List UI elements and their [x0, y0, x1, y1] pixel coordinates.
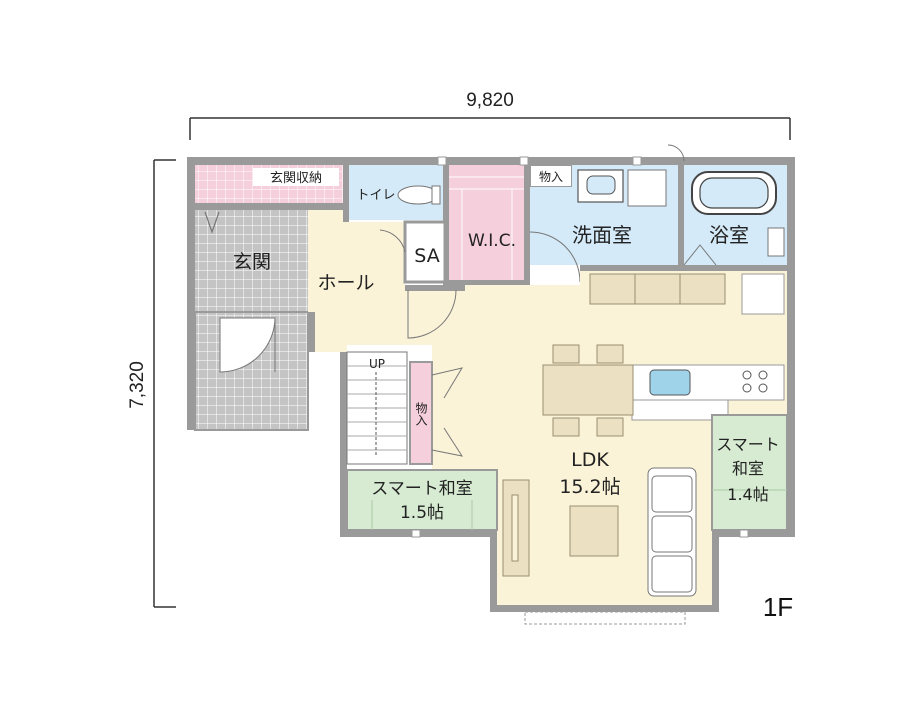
label-hall: ホール — [317, 272, 374, 294]
label-ldk-size: 15.2帖 — [559, 476, 620, 498]
label-ldk: LDK — [571, 449, 609, 471]
height-dimension-label: 7,320 — [127, 361, 148, 409]
label-genkan-storage: 玄関収納 — [270, 171, 322, 186]
smart-washitsu-right — [711, 414, 788, 531]
label-wic: W.I.C. — [468, 231, 516, 251]
label-storage-small: 物入 — [539, 170, 563, 184]
back-door — [667, 144, 685, 162]
width-dimension-label: 9,820 — [466, 90, 514, 111]
label-smart-washitsu-left-size: 1.5帖 — [400, 503, 444, 523]
label-stair-storage: 物入 — [414, 402, 428, 426]
label-smart-washitsu-right-2: 和室 — [732, 459, 764, 478]
label-smart-washitsu-left: スマート和室 — [371, 479, 473, 499]
bay-window — [524, 611, 686, 625]
width-dimension: 9,820 — [189, 90, 791, 140]
label-sa: SA — [414, 245, 439, 267]
label-stair-up: UP — [369, 357, 385, 371]
dining-set — [542, 344, 634, 437]
kitchen — [589, 273, 785, 421]
label-smart-washitsu-right-1: スマート — [716, 435, 780, 454]
sa-closet — [403, 220, 447, 284]
floor-label: 1F — [763, 592, 793, 622]
label-bathroom: 浴室 — [709, 223, 749, 247]
height-dimension: 7,320 — [127, 159, 176, 608]
label-genkan: 玄関 — [233, 251, 271, 273]
wic-room — [449, 165, 524, 285]
label-toilet: トイレ — [356, 188, 395, 203]
hall-floor — [308, 210, 405, 352]
label-washroom: 洗面室 — [572, 223, 632, 247]
stair-storage — [409, 361, 433, 465]
living-furniture — [502, 467, 697, 597]
stairs — [346, 351, 408, 465]
label-smart-washitsu-right-size: 1.4帖 — [727, 485, 768, 504]
